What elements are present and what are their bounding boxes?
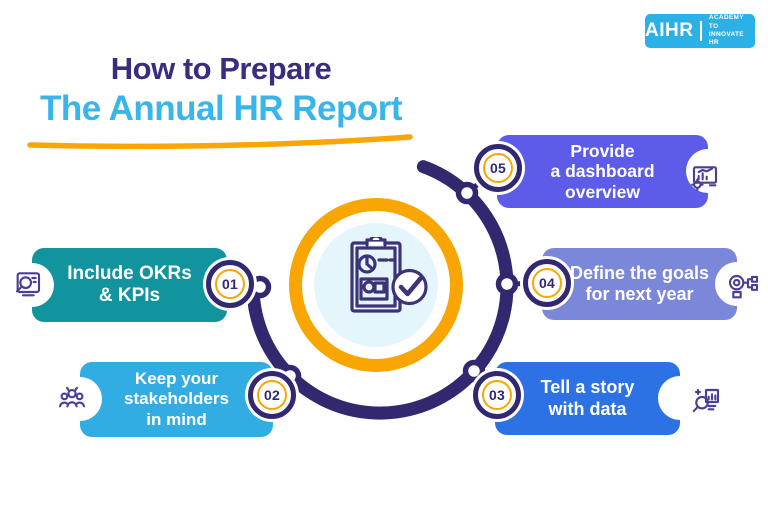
title-line-1: How to Prepare xyxy=(110,51,332,86)
logo-divider xyxy=(700,21,702,41)
logo-tagline: ACADEMY TO INNOVATE HR xyxy=(708,14,744,47)
dashboard-icon xyxy=(691,166,718,191)
aihr-logo: AIHR ACADEMY TO INNOVATE HR xyxy=(645,14,755,48)
step-box-02: Keep your stakeholders in mind xyxy=(80,362,273,437)
step-number-03: 03 xyxy=(489,387,505,403)
step-badge-01: 01 xyxy=(206,260,254,308)
logo-brand-text: AIHR xyxy=(645,20,694,41)
step-label-03: Tell a story with data xyxy=(540,377,635,419)
step-box-05: Provide a dashboard overview xyxy=(497,135,708,208)
step-box-04: Define the goals for next year xyxy=(542,248,737,320)
step-notch-03 xyxy=(658,376,702,420)
okr-search-icon xyxy=(15,272,41,297)
goals-icon xyxy=(728,274,758,299)
step-badge-02: 02 xyxy=(248,371,296,419)
title-underline-swoosh xyxy=(27,134,413,150)
arc-dot-01 xyxy=(248,275,272,299)
step-badge-05: 05 xyxy=(474,144,522,192)
step-number-05: 05 xyxy=(490,160,506,176)
hr-report-checklist-icon xyxy=(350,237,428,313)
step-box-03: Tell a story with data xyxy=(495,362,680,435)
arc-dot-04 xyxy=(495,272,519,296)
step-number-01: 01 xyxy=(222,276,238,292)
title-block: How to Prepare The Annual HR Report xyxy=(15,50,427,129)
arc-dot-05 xyxy=(455,181,479,205)
step-label-05: Provide a dashboard overview xyxy=(550,140,655,202)
data-story-icon xyxy=(692,388,720,413)
step-badge-03: 03 xyxy=(473,371,521,419)
step-label-04: Define the goals for next year xyxy=(569,262,710,304)
step-label-01: Include OKRs & KPIs xyxy=(67,262,192,306)
stakeholders-icon xyxy=(58,386,86,408)
step-number-02: 02 xyxy=(264,387,280,403)
title-line-2: The Annual HR Report xyxy=(39,88,403,128)
step-notch-04 xyxy=(715,262,759,306)
step-badge-04: 04 xyxy=(523,259,571,307)
step-box-01: Include OKRs & KPIs xyxy=(32,248,227,322)
step-label-02: Keep your stakeholders in mind xyxy=(124,369,229,429)
step-number-04: 04 xyxy=(539,275,555,291)
